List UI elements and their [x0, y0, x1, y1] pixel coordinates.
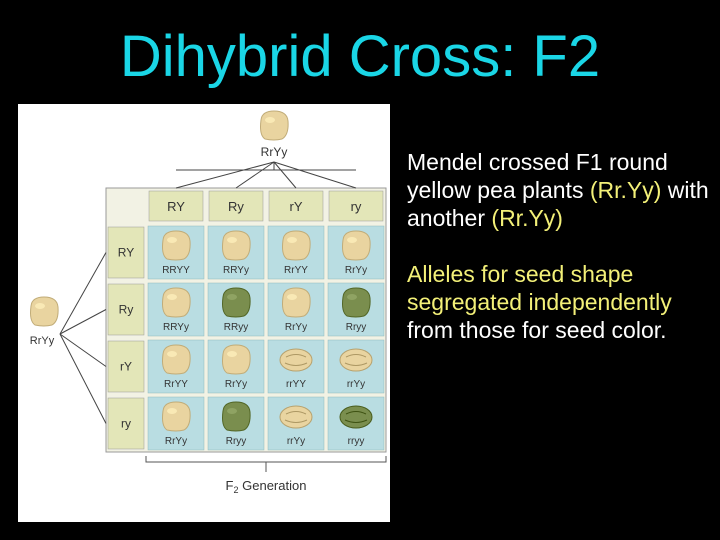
- generation-label-suffix: Generation: [239, 478, 307, 493]
- row-header-box-0: [107, 226, 145, 279]
- generation-label-subscript: 2: [234, 485, 239, 495]
- pea-2-1: [222, 344, 251, 375]
- pea-2-0: [162, 344, 191, 375]
- row-header-box-3: [107, 397, 145, 450]
- genotype-2-1: RrYy: [225, 379, 247, 390]
- genotype-3-2: rrYy: [287, 436, 305, 447]
- top-branch-3: [273, 161, 357, 189]
- pea-1-3: [342, 287, 371, 318]
- left-branch-2: [59, 333, 107, 367]
- column-header-box-0: [148, 190, 204, 222]
- top-branch-1: [235, 161, 275, 189]
- left-parent-pea: [30, 296, 59, 327]
- genotype-0-0: RRYY: [162, 265, 190, 276]
- left-branch-0: [59, 252, 107, 335]
- pea-0-1: [222, 230, 251, 261]
- row-header-0: RY: [118, 246, 134, 260]
- paragraph-mendel-cross: Mendel crossed F1 round yellow pea plant…: [407, 148, 712, 232]
- row-header-1: Ry: [119, 303, 134, 317]
- column-header-0: RY: [167, 199, 185, 214]
- generation-bracket: [145, 456, 387, 463]
- pea-1-2: [282, 287, 311, 318]
- para1-part3: with another: [407, 177, 709, 231]
- left-branch-3: [59, 333, 107, 424]
- left-parent-label: RrYy: [30, 335, 55, 347]
- genotype-3-1: Rryy: [226, 436, 247, 447]
- pea-0-0: [162, 230, 191, 261]
- genotype-2-0: RrYY: [164, 379, 188, 390]
- paragraph-independent-segregation: Alleles for seed shape segregated indepe…: [407, 260, 712, 344]
- column-header-1: Ry: [228, 199, 244, 214]
- pea-3-0: [162, 401, 191, 432]
- left-branch-1: [59, 309, 107, 335]
- para2-part2: from those for seed color.: [407, 317, 667, 343]
- column-header-3: ry: [351, 199, 362, 214]
- slide-title: Dihybrid Cross: F2: [119, 24, 601, 89]
- row-header-box-1: [107, 283, 145, 336]
- top-parent-label: RrYy: [261, 145, 288, 159]
- pea-1-0: [162, 287, 191, 318]
- genotype-2-3: rrYy: [347, 379, 365, 390]
- para1-part1: Mendel crossed F1 round yellow pea plant…: [407, 149, 668, 203]
- top-branch-2: [273, 161, 297, 189]
- generation-label: F2 Generation: [226, 478, 307, 495]
- pea-0-3: [342, 230, 371, 261]
- genotype-0-1: RRYy: [223, 265, 249, 276]
- column-header-box-1: [208, 190, 264, 222]
- para1-highlight-genotype-2: (Rr.Yy): [491, 205, 563, 231]
- pea-1-1: [222, 287, 251, 318]
- generation-label-prefix: F: [226, 478, 234, 493]
- pea-3-1: [222, 401, 251, 432]
- para1-highlight-genotype-1: (Rr.Yy): [589, 177, 662, 203]
- genotype-3-3: rryy: [348, 436, 365, 447]
- row-header-2: rY: [120, 360, 132, 374]
- genotype-0-3: RrYy: [345, 265, 367, 276]
- pea-0-2: [282, 230, 311, 261]
- genotype-1-0: RRYy: [163, 322, 189, 333]
- genotype-1-2: RrYy: [285, 322, 307, 333]
- para2-highlight: Alleles for seed shape segregated indepe…: [407, 261, 672, 315]
- pea-3-2: [279, 405, 313, 429]
- genotype-1-1: RRyy: [224, 322, 248, 333]
- pea-2-3: [339, 348, 373, 372]
- column-header-box-2: [268, 190, 324, 222]
- column-header-box-3: [328, 190, 384, 222]
- top-parent-pea: [260, 110, 289, 141]
- pea-2-2: [279, 348, 313, 372]
- genotype-3-0: RrYy: [165, 436, 187, 447]
- pea-3-3: [339, 405, 373, 429]
- genotype-1-3: Rryy: [346, 322, 367, 333]
- row-header-box-2: [107, 340, 145, 393]
- row-header-3: ry: [121, 417, 131, 431]
- top-branch-0: [175, 161, 275, 189]
- genotype-0-2: RrYY: [284, 265, 308, 276]
- column-header-2: rY: [290, 199, 303, 214]
- explanation-text: Mendel crossed F1 round yellow pea plant…: [407, 148, 712, 372]
- genotype-2-2: rrYY: [286, 379, 306, 390]
